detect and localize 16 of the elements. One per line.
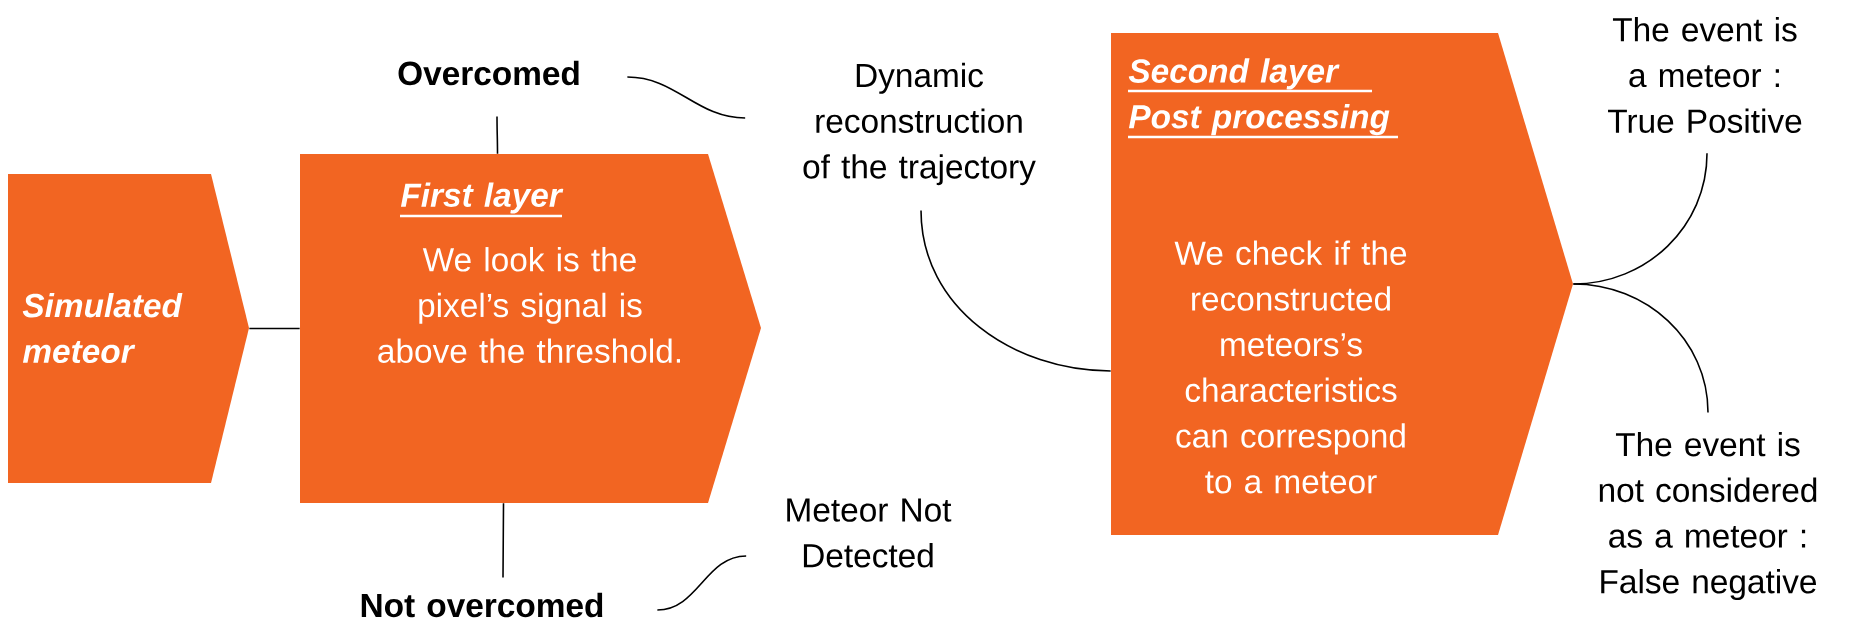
connector-line — [496, 115, 499, 155]
step-label: Not overcomed — [361, 592, 603, 618]
step-label: Meteor Not Detected — [787, 498, 952, 568]
connector-line — [626, 76, 746, 119]
chevron-box: Second layer Post processing We check if the reconstructed meteors’s characteristics can correspond to a meteor — [1111, 33, 1573, 535]
chevron-box: Simulated meteor — [8, 174, 249, 483]
connector-line — [1572, 283, 1709, 414]
chevron-box: First layer We look is the pixel’s signal is above the threshold. — [300, 154, 761, 503]
connector-line — [656, 555, 747, 611]
step-label: Overcomed — [398, 60, 579, 86]
connector-line — [920, 209, 1112, 372]
step-label: The event is not considered as a meteor : False negative — [1599, 431, 1817, 601]
connector-line — [502, 502, 505, 579]
connector-line — [248, 327, 301, 330]
step-label: The event is a meteor : True Positive — [1608, 17, 1802, 133]
step-label: Dynamic reconstruction of the trajectory — [803, 62, 1036, 186]
